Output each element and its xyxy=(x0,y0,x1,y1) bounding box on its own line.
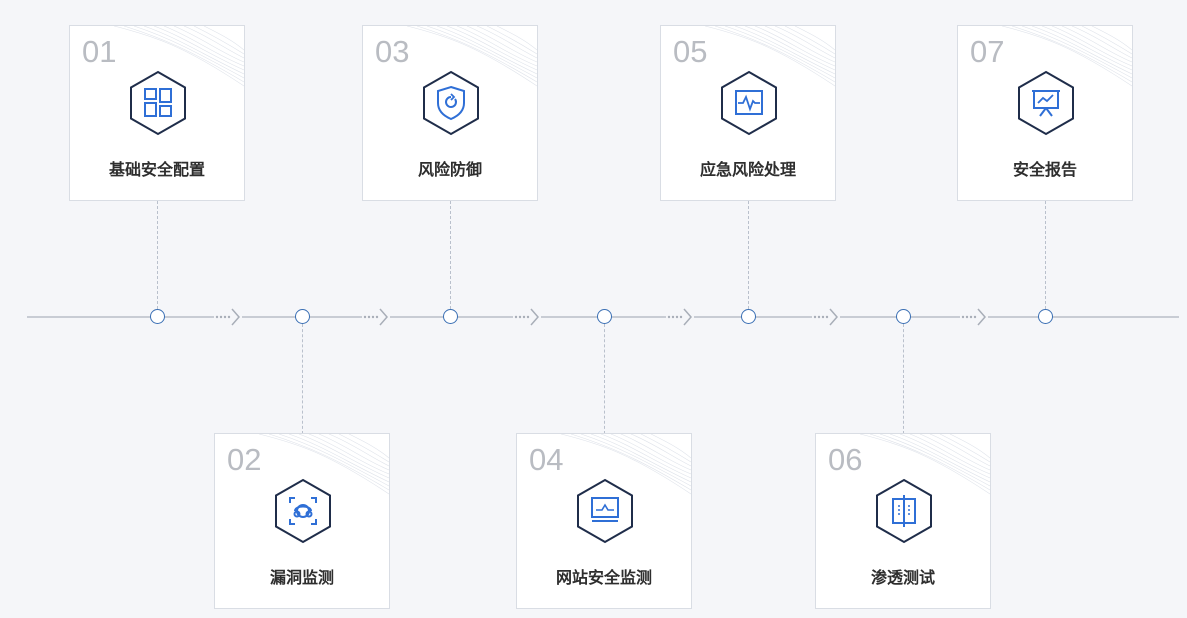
arrow-icon xyxy=(812,305,840,329)
pulse-monitor-icon xyxy=(721,70,777,136)
timeline-node xyxy=(741,309,756,324)
timeline-node xyxy=(443,309,458,324)
connector-line xyxy=(1045,201,1046,309)
step-title: 渗透测试 xyxy=(870,568,935,587)
arrow-icon xyxy=(362,305,390,329)
step-card-05[interactable]: 05 应急风险处理 xyxy=(660,25,836,201)
arrow-icon xyxy=(214,305,242,329)
step-number: 07 xyxy=(970,34,1005,69)
connector-line xyxy=(903,324,904,434)
monitor-icon xyxy=(577,478,633,544)
penetration-test-icon xyxy=(876,478,932,544)
connector-line xyxy=(604,324,605,434)
step-number: 02 xyxy=(227,442,262,477)
step-card-03[interactable]: 03 风险防御 xyxy=(362,25,538,201)
arrow-icon xyxy=(960,305,988,329)
step-card-04[interactable]: 04 网站安全监测 xyxy=(516,433,692,609)
wave-decoration xyxy=(859,434,990,495)
timeline-node xyxy=(295,309,310,324)
step-title: 安全报告 xyxy=(1012,160,1077,179)
shield-refresh-icon xyxy=(423,70,479,136)
step-number: 04 xyxy=(529,442,564,477)
timeline-node xyxy=(597,309,612,324)
timeline-node xyxy=(896,309,911,324)
arrow-icon xyxy=(666,305,694,329)
wave-decoration xyxy=(258,434,389,495)
step-title: 网站安全监测 xyxy=(555,568,652,587)
step-title: 风险防御 xyxy=(417,160,482,179)
connector-line xyxy=(450,201,451,309)
step-card-02[interactable]: 02 漏洞监测 xyxy=(214,433,390,609)
arrow-icon xyxy=(513,305,541,329)
presentation-chart-icon xyxy=(1018,70,1074,136)
wave-decoration xyxy=(704,26,835,87)
wave-decoration xyxy=(406,26,537,87)
vulnerability-scan-icon xyxy=(275,478,331,544)
step-title: 应急风险处理 xyxy=(699,160,796,179)
wave-decoration xyxy=(1001,26,1132,87)
wave-decoration xyxy=(560,434,691,495)
step-title: 基础安全配置 xyxy=(108,160,205,179)
step-card-01[interactable]: 01 基础安全配置 xyxy=(69,25,245,201)
step-number: 03 xyxy=(375,34,410,69)
step-number: 06 xyxy=(828,442,863,477)
step-card-07[interactable]: 07 安全报告 xyxy=(957,25,1133,201)
step-number: 05 xyxy=(673,34,708,69)
step-card-06[interactable]: 06 渗透测试 xyxy=(815,433,991,609)
connector-line xyxy=(157,201,158,309)
timeline-node xyxy=(150,309,165,324)
step-title: 漏洞监测 xyxy=(269,568,334,587)
wave-decoration xyxy=(113,26,244,87)
connector-line xyxy=(748,201,749,309)
step-number: 01 xyxy=(82,34,117,69)
timeline-node xyxy=(1038,309,1053,324)
connector-line xyxy=(302,324,303,434)
layout-grid-icon xyxy=(130,70,186,136)
